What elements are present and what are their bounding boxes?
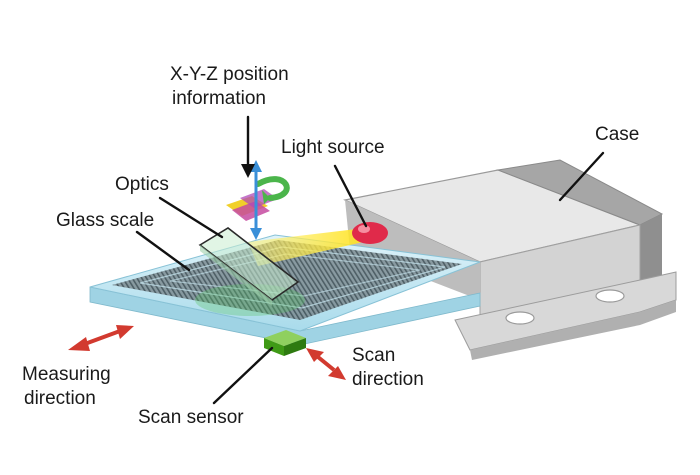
light-source-icon [352,222,388,244]
light-beam [248,228,372,266]
label-xyz-line2: information [172,88,266,109]
label-glass-scale: Glass scale [56,210,154,231]
leader-lines [135,115,605,405]
scan-direction-arrow-icon [306,348,346,380]
label-scan-line2: direction [352,369,424,390]
measuring-direction-arrow-icon [68,325,134,351]
label-xyz-line1: X-Y-Z position [170,64,289,85]
case-housing [343,159,677,360]
label-scan-line1: Scan [352,345,395,366]
label-light-source: Light source [281,137,385,158]
scan-sensor [264,330,306,356]
label-scan-sensor: Scan sensor [138,407,244,428]
label-case: Case [595,124,639,145]
label-measuring-line2: direction [24,388,96,409]
label-measuring-line1: Measuring [22,364,111,385]
label-optics: Optics [115,174,169,195]
xyz-axes-icon [226,160,290,240]
